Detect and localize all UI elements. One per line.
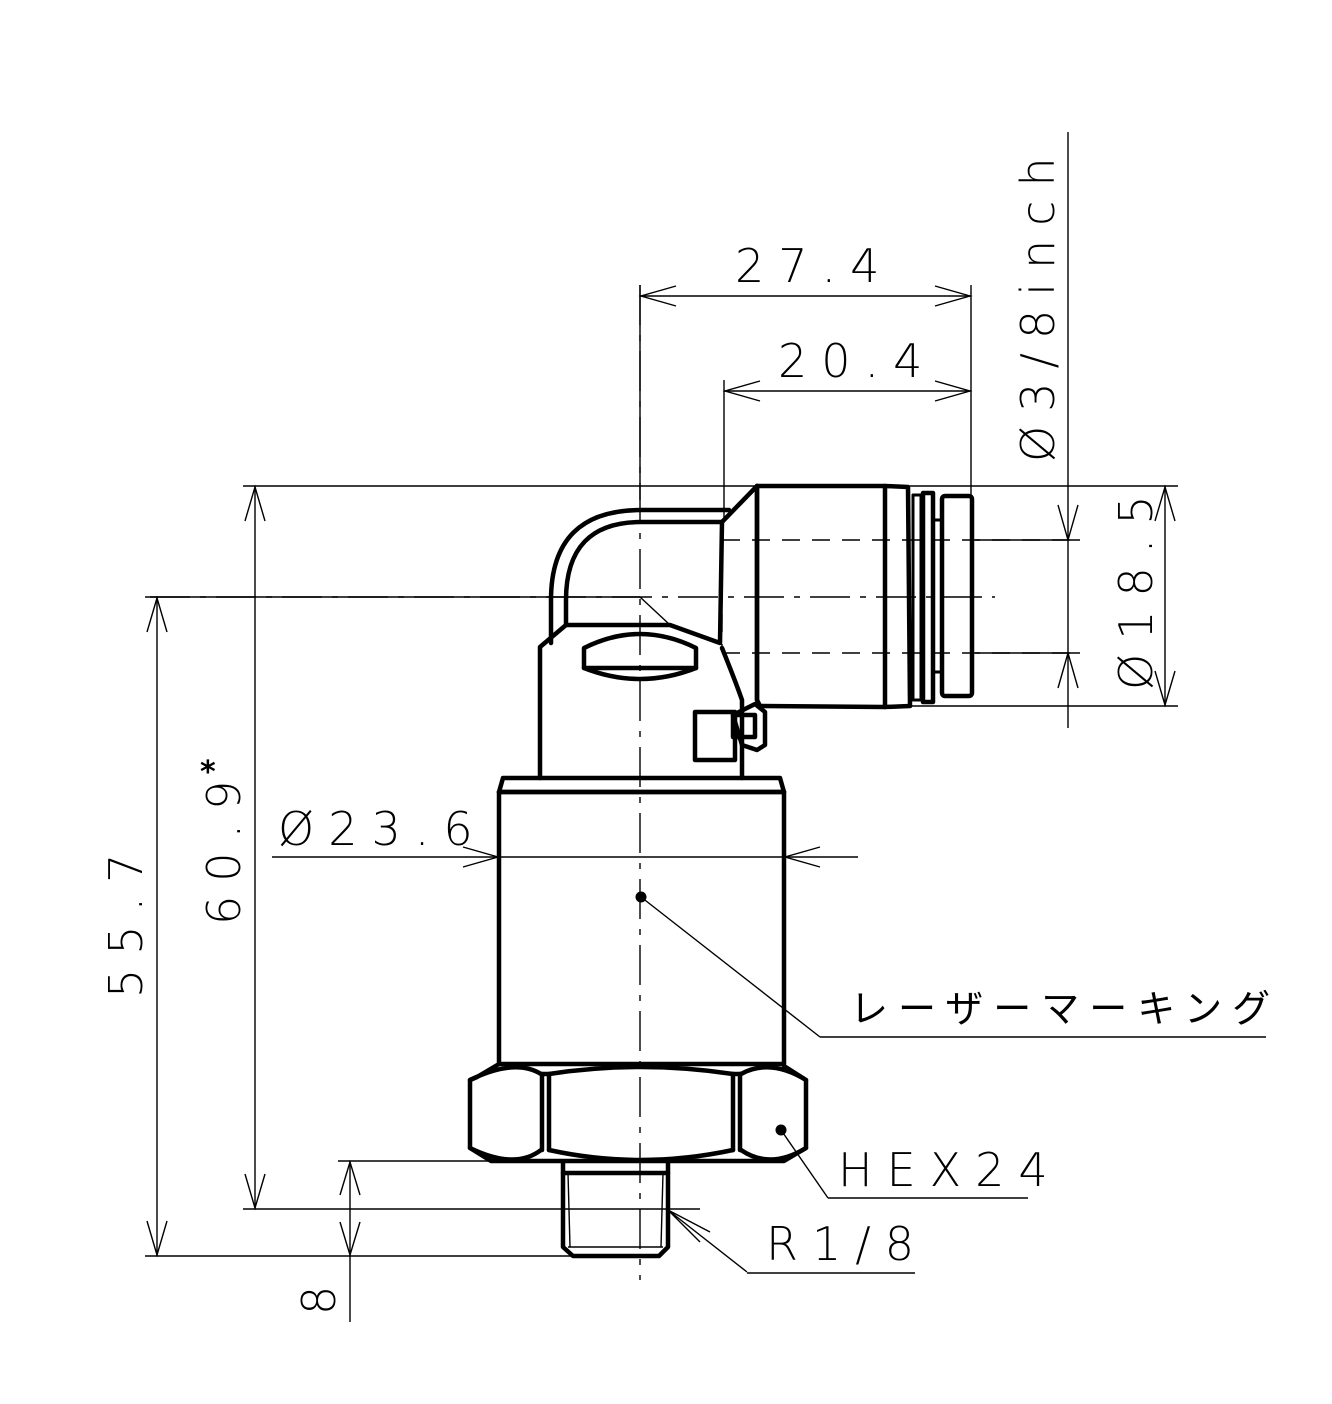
elbow-outer-bend xyxy=(548,507,732,646)
hex-leader xyxy=(780,1129,829,1199)
groove-neck xyxy=(933,518,941,674)
clip-inner xyxy=(730,712,758,740)
laser-marking-label: レーザーマーキング xyxy=(850,987,1280,1031)
dim-20-4-label: 20.4 xyxy=(778,334,936,388)
hex-outline xyxy=(467,1061,809,1164)
elbow-block xyxy=(537,483,760,781)
cylinder-body xyxy=(496,789,787,1067)
release-button xyxy=(939,493,975,699)
clip-hook xyxy=(730,701,768,753)
center-lines xyxy=(150,285,995,1280)
bend-diagonal xyxy=(639,596,670,625)
thread-minor-right xyxy=(660,1172,664,1248)
thread-outline xyxy=(560,1160,671,1259)
dim-60-9-note-marker: * xyxy=(200,755,216,790)
hex-label: HEX24 xyxy=(838,1143,1062,1197)
groove-1 xyxy=(911,493,923,702)
thread-minor-left xyxy=(567,1172,571,1248)
dimensions: 27.4 20.4 Ø3/8inch Ø18.5 Ø23.6 60.9 * xyxy=(99,132,1178,1322)
fitting-part xyxy=(467,483,1080,1259)
thread-label: R1/8 xyxy=(766,1217,928,1271)
clip-block xyxy=(692,709,738,763)
dim-60-9-label: 60.9 xyxy=(197,767,251,925)
callouts: レーザーマーキング HEX24 R1/8 xyxy=(640,896,1280,1274)
dim-tube-od-label: Ø3/8inch xyxy=(1011,143,1065,462)
hex-top-arcs xyxy=(467,1064,809,1083)
arrows-55-7 xyxy=(146,595,168,1258)
dim-collet-label: Ø18.5 xyxy=(1109,481,1163,690)
hex-bottom-arcs xyxy=(467,1145,809,1163)
dim-27-4-label: 27.4 xyxy=(735,239,893,293)
arrows-tube-od xyxy=(1057,504,1079,689)
arrows-27-4 xyxy=(638,285,973,307)
dim-8-label: 8 xyxy=(292,1272,346,1315)
laser-marking-leader xyxy=(640,896,821,1038)
elbow-side-slope xyxy=(719,645,745,781)
top-washer xyxy=(496,775,787,795)
dim-body-od-label: Ø23.6 xyxy=(278,802,487,856)
arrows-body-od xyxy=(462,846,821,868)
groove-2 xyxy=(920,490,936,705)
elbow-inner-bend xyxy=(563,519,725,628)
arrows-8 xyxy=(339,1159,361,1258)
dim-55-7-label: 55.7 xyxy=(99,840,153,998)
arrows-collet xyxy=(1154,484,1176,708)
arrows-20-4 xyxy=(722,380,973,402)
arrows-60-9 xyxy=(244,484,266,1211)
thread-leader xyxy=(667,1209,748,1273)
